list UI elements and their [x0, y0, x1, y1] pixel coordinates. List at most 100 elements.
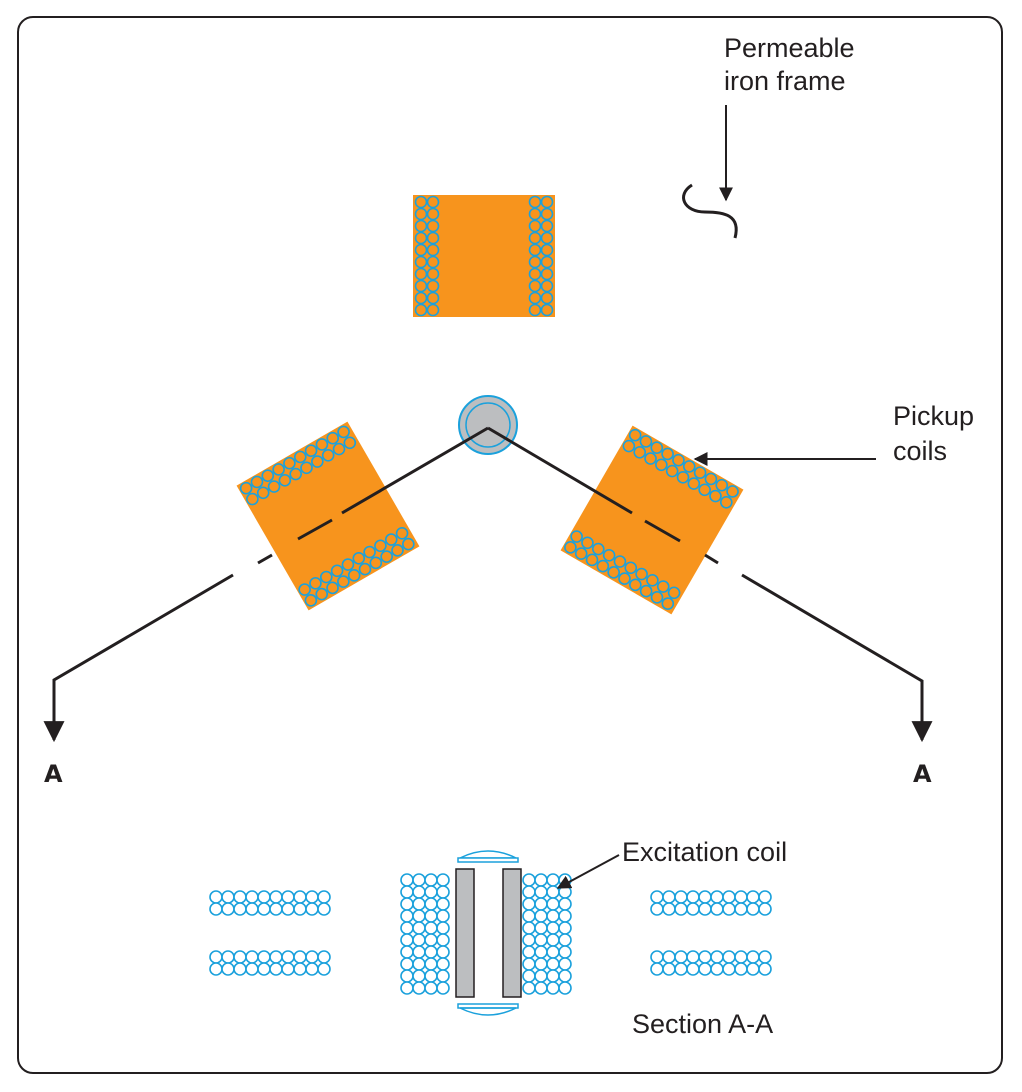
winding-turn — [283, 456, 296, 470]
winding-turn — [722, 950, 736, 964]
winding-turn — [281, 950, 295, 964]
winding-turn — [686, 902, 700, 916]
winding-turn — [522, 873, 536, 887]
winding-turn — [257, 950, 271, 964]
winding-turn — [436, 969, 450, 983]
winding-turn — [436, 981, 450, 995]
winding-turn — [424, 933, 438, 947]
section-marker-left: A — [44, 760, 63, 788]
winding-turn — [564, 541, 577, 554]
winding-turn — [293, 450, 307, 464]
winding-turn — [656, 580, 670, 593]
winding-turn — [528, 303, 542, 317]
winding-turn — [558, 945, 572, 959]
winding-turn — [436, 945, 450, 959]
core-plate-left — [455, 868, 475, 998]
winding-turn — [650, 890, 664, 904]
section-marker-right: A — [913, 760, 932, 788]
winding-turn — [639, 584, 653, 598]
winding-turn — [624, 561, 638, 575]
winding-turn — [337, 425, 350, 439]
winding-turn — [534, 981, 548, 995]
winding-turn — [558, 957, 572, 971]
winding-turn — [618, 572, 631, 585]
winding-turn — [221, 962, 235, 976]
winding-turn — [337, 575, 350, 588]
winding-turn — [746, 890, 760, 904]
winding-turn — [522, 885, 536, 899]
winding-turn — [436, 957, 450, 971]
winding-turn — [426, 279, 440, 293]
winding-turn — [311, 455, 324, 468]
winding-turn — [343, 436, 357, 450]
winding-turn — [546, 921, 560, 935]
winding-turn — [698, 483, 711, 497]
winding-turn — [246, 492, 259, 506]
winding-turn — [574, 547, 588, 560]
winding-turn — [436, 897, 450, 911]
center-sensor — [458, 395, 518, 455]
winding-turn — [546, 873, 560, 887]
winding-turn — [414, 207, 428, 221]
winding-turn — [693, 466, 707, 480]
winding-turn — [369, 556, 383, 570]
winding-turn — [558, 933, 572, 947]
winding-turn — [558, 969, 572, 983]
winding-turn — [540, 207, 554, 221]
iron-frame-label-line2: iron frame — [724, 66, 846, 96]
winding-turn — [662, 890, 676, 904]
winding-turn — [414, 255, 428, 269]
section-line-left — [43, 426, 489, 743]
winding-turn — [522, 981, 536, 995]
winding-turn — [293, 902, 307, 916]
winding-turn — [650, 591, 664, 604]
winding-turn — [317, 890, 331, 904]
winding-turn — [281, 902, 295, 916]
winding-turn — [424, 897, 438, 911]
winding-turn — [426, 195, 440, 209]
winding-turn — [635, 567, 648, 581]
winding-turn — [305, 902, 319, 916]
winding-turn — [267, 480, 281, 493]
winding-turn — [710, 962, 724, 976]
winding-turn — [661, 597, 675, 610]
winding-turn — [722, 962, 736, 976]
winding-turn — [317, 902, 331, 916]
winding-turn — [414, 243, 428, 257]
winding-turn — [674, 950, 688, 964]
winding-turn — [209, 950, 223, 964]
winding-turn — [546, 933, 560, 947]
winding-turn — [400, 921, 414, 935]
winding-turn — [522, 945, 536, 959]
winding-turn — [558, 921, 572, 935]
winding-turn — [424, 945, 438, 959]
winding-turn — [596, 559, 610, 573]
winding-turn — [257, 962, 271, 976]
winding-turn — [304, 594, 318, 607]
winding-turn — [528, 219, 542, 233]
winding-turn — [674, 962, 688, 976]
winding-turn — [558, 897, 572, 911]
winding-turn — [687, 477, 701, 490]
winding-turn — [528, 279, 542, 293]
winding-turn — [704, 472, 718, 486]
winding-turn — [540, 243, 554, 257]
winding-turn — [540, 291, 554, 305]
winding-turn — [245, 962, 259, 976]
winding-turn — [414, 303, 428, 317]
winding-turn — [321, 448, 335, 462]
winding-turn — [315, 438, 329, 451]
winding-turn — [665, 464, 679, 478]
winding-turn — [261, 469, 275, 483]
winding-turn — [534, 957, 548, 971]
winding-turn — [558, 885, 572, 899]
winding-turn — [734, 950, 748, 964]
winding-turn — [414, 267, 428, 281]
winding-turn — [305, 962, 319, 976]
winding-turn — [289, 467, 302, 481]
winding-turn — [414, 291, 428, 305]
winding-turn — [233, 902, 247, 916]
winding-turn — [281, 962, 295, 976]
winding-turn — [330, 564, 344, 578]
